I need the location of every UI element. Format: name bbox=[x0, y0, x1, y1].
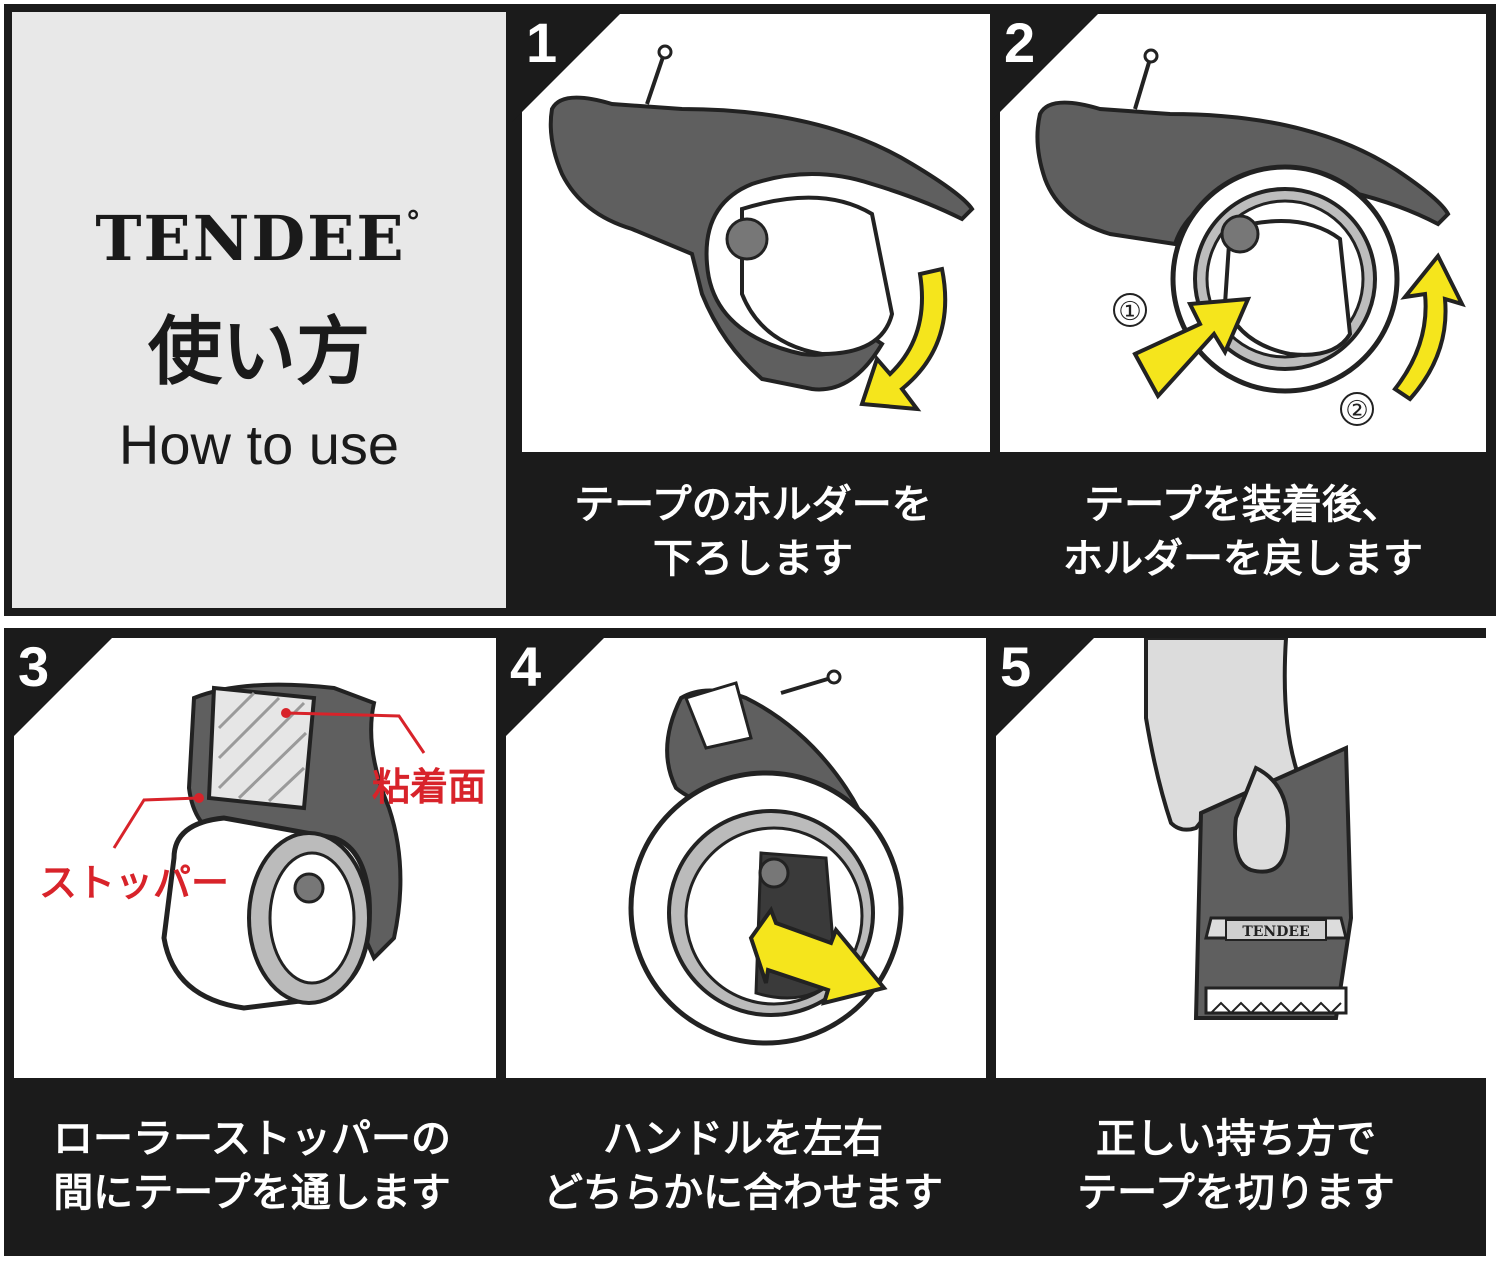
brand-inner: TENDEE° 使い方 How to use bbox=[12, 12, 506, 608]
device-label: TENDEE bbox=[1242, 924, 1309, 940]
step-1-number: 1 bbox=[526, 10, 557, 75]
step-1-panel: 1 テープのホルダーを 下ろします bbox=[512, 4, 994, 616]
title-japanese: 使い方 bbox=[12, 292, 506, 399]
step-3-caption: ローラーストッパーの 間にテープを通します bbox=[4, 1112, 500, 1220]
step-4-caption: ハンドルを左右 どちらかに合わせます bbox=[496, 1112, 990, 1220]
hub-knob bbox=[1222, 216, 1258, 252]
label-stopper: ストッパー bbox=[39, 861, 229, 905]
rotate-back-arrow bbox=[1395, 256, 1462, 399]
step-3-caption-line-2: 間にテープを通します bbox=[4, 1166, 500, 1220]
step-2-panel: ① ② 2 テープを装着後、 ホルダーを戻します bbox=[990, 4, 1496, 616]
brand-logo-mark: ° bbox=[406, 205, 423, 240]
step-2-caption-line-2: ホルダーを戻します bbox=[990, 532, 1496, 586]
step-5-panel: TENDEE 5 正しい持ち方で テープを切ります bbox=[986, 628, 1486, 1256]
step-3-number: 3 bbox=[18, 634, 49, 699]
step-4-caption-line-2: どちらかに合わせます bbox=[496, 1166, 990, 1220]
title-english: How to use bbox=[12, 412, 506, 477]
label-adhesive-side: 粘着面 bbox=[372, 765, 486, 809]
step-5-caption: 正しい持ち方で テープを切ります bbox=[986, 1112, 1486, 1220]
step-4-number: 4 bbox=[510, 634, 541, 699]
step-2-caption-line-1: テープを装着後、 bbox=[990, 478, 1496, 532]
brand-logo: TENDEE° bbox=[12, 202, 506, 275]
lever bbox=[647, 54, 664, 104]
adhesive-tape-strip bbox=[209, 688, 314, 808]
hub-knob bbox=[727, 219, 767, 259]
step-1-caption-line-1: テープのホルダーを bbox=[512, 478, 994, 532]
step-4-caption-line-1: ハンドルを左右 bbox=[496, 1112, 990, 1166]
brand-panel: TENDEE° 使い方 How to use bbox=[4, 4, 512, 616]
step-5-caption-line-1: 正しい持ち方で bbox=[986, 1112, 1486, 1166]
step-3-panel: 粘着面 ストッパー 3 ローラーストッパーの 間にテープを通します bbox=[4, 628, 500, 1256]
holder-arm bbox=[742, 198, 892, 354]
step-1-caption: テープのホルダーを 下ろします bbox=[512, 478, 994, 586]
step-4-panel: 4 ハンドルを左右 どちらかに合わせます bbox=[496, 628, 990, 1256]
step-2-number: 2 bbox=[1004, 10, 1035, 75]
step-5-number: 5 bbox=[1000, 634, 1031, 699]
step-5-caption-line-2: テープを切ります bbox=[986, 1166, 1486, 1220]
step-3-caption-line-1: ローラーストッパーの bbox=[4, 1112, 500, 1166]
step-2-marker-1: ① bbox=[1118, 297, 1141, 327]
brand-logo-text: TENDEE bbox=[95, 202, 405, 275]
step-2-caption: テープを装着後、 ホルダーを戻します bbox=[990, 478, 1496, 586]
step-1-caption-line-2: 下ろします bbox=[512, 532, 994, 586]
step-2-marker-2: ② bbox=[1345, 396, 1368, 426]
lever bbox=[1135, 59, 1150, 109]
